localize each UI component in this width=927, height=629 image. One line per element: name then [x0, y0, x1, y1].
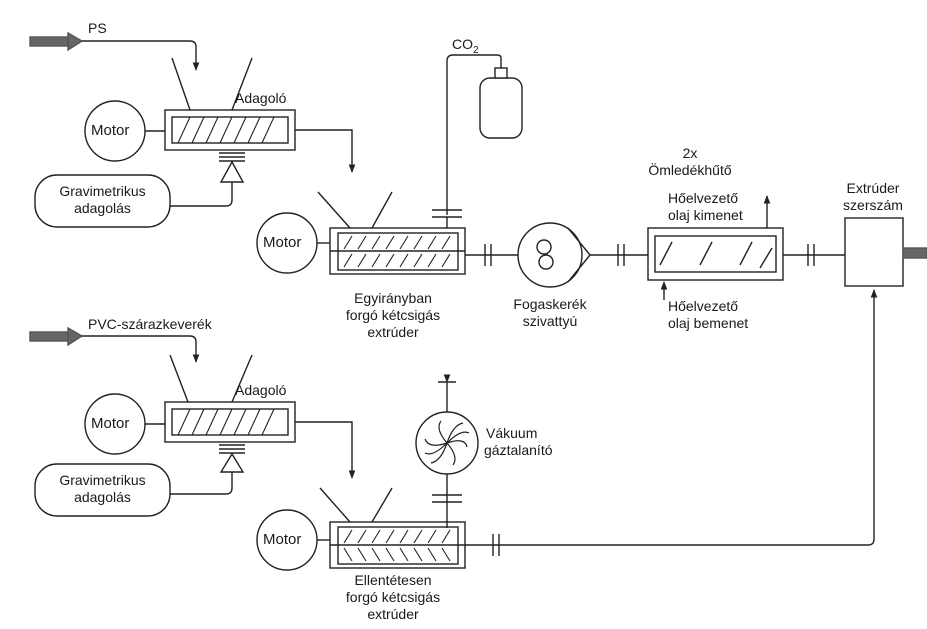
co2-label: CO2 — [452, 36, 479, 56]
extruder-die — [844, 217, 904, 287]
ps-input-arrow — [29, 31, 200, 71]
line-extruder-to-pump — [465, 244, 518, 266]
gear-pump-icon — [517, 222, 591, 288]
line-bottom-to-die — [465, 289, 878, 556]
output-arrow — [902, 247, 927, 259]
ps-input-label: PS — [88, 20, 107, 36]
bottom-feeder-motor-label: Motor — [91, 415, 130, 432]
top-feeder-motor-label: Motor — [91, 122, 130, 139]
top-gravimetric-box — [34, 174, 171, 228]
pvc-input-label: PVC-szárazkeverék — [88, 316, 212, 332]
top-feeder-label: Adagoló — [235, 90, 287, 106]
bottom-scale-icon — [170, 444, 245, 495]
line-cooler-to-die — [783, 244, 845, 266]
top-feeder-screw — [164, 57, 356, 173]
line-pump-to-cooler — [590, 244, 648, 266]
top-extruder-motor-label: Motor — [263, 234, 302, 251]
counter-rotating-extruder — [319, 487, 466, 569]
pvc-input-arrow — [29, 326, 200, 363]
vacuum-pump-icon — [415, 374, 479, 528]
melt-cooler — [647, 195, 784, 300]
bottom-feeder-screw — [164, 354, 356, 479]
bottom-feeder-label: Adagoló — [235, 382, 287, 398]
co2-cylinder — [432, 54, 523, 228]
bottom-gravimetric-box — [34, 463, 171, 517]
bottom-extruder-motor-label: Motor — [263, 531, 302, 548]
co-rotating-extruder — [317, 191, 466, 275]
top-scale-icon — [170, 152, 245, 207]
